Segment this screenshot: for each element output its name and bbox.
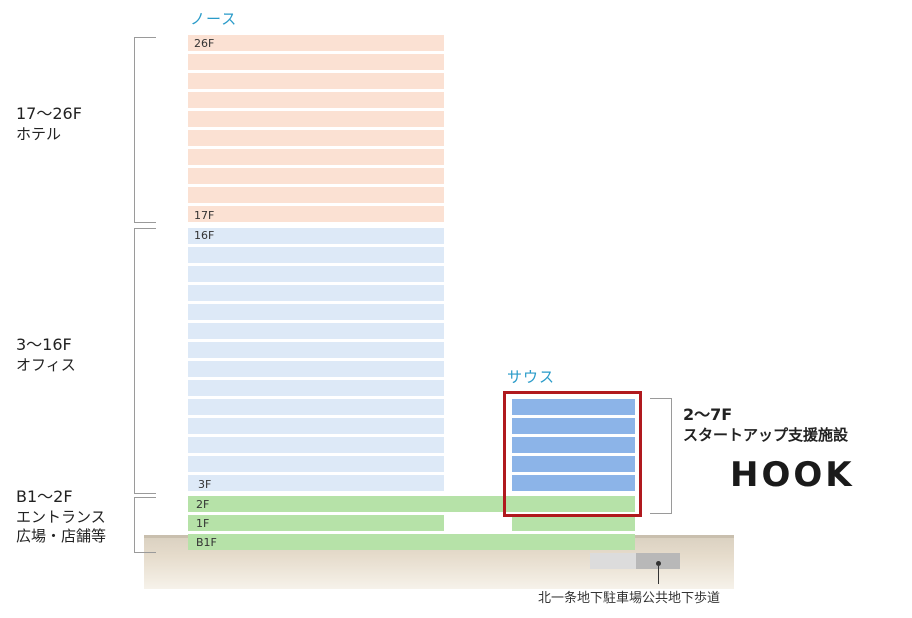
zone-startup-name: スタートアップ支援施設 bbox=[683, 425, 849, 444]
office-floor-slab bbox=[188, 437, 444, 453]
floor-tag-2f: 2F bbox=[196, 498, 210, 511]
startup-floor-slab bbox=[512, 437, 635, 453]
hotel-floor-slab bbox=[188, 206, 444, 222]
bracket-entrance bbox=[134, 497, 156, 553]
floor-tag-b1f: B1F bbox=[196, 536, 217, 549]
floor-1f-south bbox=[512, 515, 635, 531]
startup-floor-slab bbox=[512, 418, 635, 434]
floor-tag-17f: 17F bbox=[194, 209, 215, 222]
office-floor-slab bbox=[188, 228, 444, 244]
hotel-floor-slab bbox=[188, 130, 444, 146]
zone-office-name: オフィス bbox=[16, 355, 76, 374]
bracket-hotel bbox=[134, 37, 156, 223]
hotel-floor-slab bbox=[188, 149, 444, 165]
walkway-pointer-dot bbox=[656, 561, 661, 566]
office-floor-slab bbox=[188, 399, 444, 415]
floor-tag-3f: 3F bbox=[198, 478, 212, 491]
south-tower-label: サウス bbox=[507, 368, 556, 386]
bracket-startup bbox=[650, 398, 672, 514]
office-floor-slab bbox=[188, 285, 444, 301]
startup-floor-slab bbox=[512, 399, 635, 415]
zone-hotel-floors: 17～26F bbox=[16, 104, 82, 123]
startup-floor-slab bbox=[512, 456, 635, 472]
zone-entrance-line2: 広場・店舗等 bbox=[16, 527, 107, 546]
walkway-label: 北一条地下駐車場公共地下歩道 bbox=[538, 591, 721, 606]
hotel-floor-slab bbox=[188, 35, 444, 51]
zone-startup-floors: 2～7F bbox=[683, 405, 733, 424]
floor-tag-16f: 16F bbox=[194, 229, 215, 242]
zone-hotel-name: ホテル bbox=[16, 124, 62, 143]
zone-hotel-label: 17～26F ホテル bbox=[16, 104, 82, 144]
office-floor-slab bbox=[188, 266, 444, 282]
hotel-floor-slab bbox=[188, 92, 444, 108]
floor-tag-26f: 26F bbox=[194, 37, 215, 50]
hotel-floor-slab bbox=[188, 54, 444, 70]
office-floor-slab bbox=[188, 475, 444, 491]
floor-b1f bbox=[188, 534, 635, 550]
office-floor-slab bbox=[188, 418, 444, 434]
zone-office-label: 3～16F オフィス bbox=[16, 335, 76, 375]
office-floor-slab bbox=[188, 380, 444, 396]
north-tower-label: ノース bbox=[190, 10, 238, 28]
office-floor-slab bbox=[188, 247, 444, 263]
hotel-floor-slab bbox=[188, 111, 444, 127]
zone-startup-label: 2～7F スタートアップ支援施設 bbox=[683, 405, 848, 445]
office-floor-slab bbox=[188, 342, 444, 358]
office-floor-slab bbox=[188, 304, 444, 320]
zone-office-floors: 3～16F bbox=[16, 335, 72, 354]
office-floor-slab bbox=[188, 323, 444, 339]
office-floor-slab bbox=[188, 361, 444, 377]
startup-highlight-box bbox=[503, 391, 642, 517]
hotel-floor-slab bbox=[188, 187, 444, 203]
office-floor-slab bbox=[188, 456, 444, 472]
walkway-section-light bbox=[590, 553, 636, 569]
zone-entrance-floors: B1～2F bbox=[16, 487, 73, 506]
floor-tag-1f: 1F bbox=[196, 517, 210, 530]
floor-2f bbox=[188, 496, 635, 512]
zone-entrance-label: B1～2F エントランス 広場・店舗等 bbox=[16, 487, 106, 547]
zone-entrance-line1: エントランス bbox=[16, 507, 106, 526]
hotel-floor-slab bbox=[188, 73, 444, 89]
walkway-pointer-line bbox=[658, 566, 659, 584]
startup-floor-slab bbox=[512, 475, 635, 491]
bracket-office bbox=[134, 228, 156, 494]
hotel-floor-slab bbox=[188, 168, 444, 184]
floor-1f-north bbox=[188, 515, 444, 531]
hook-logo: HOOK bbox=[730, 455, 855, 495]
